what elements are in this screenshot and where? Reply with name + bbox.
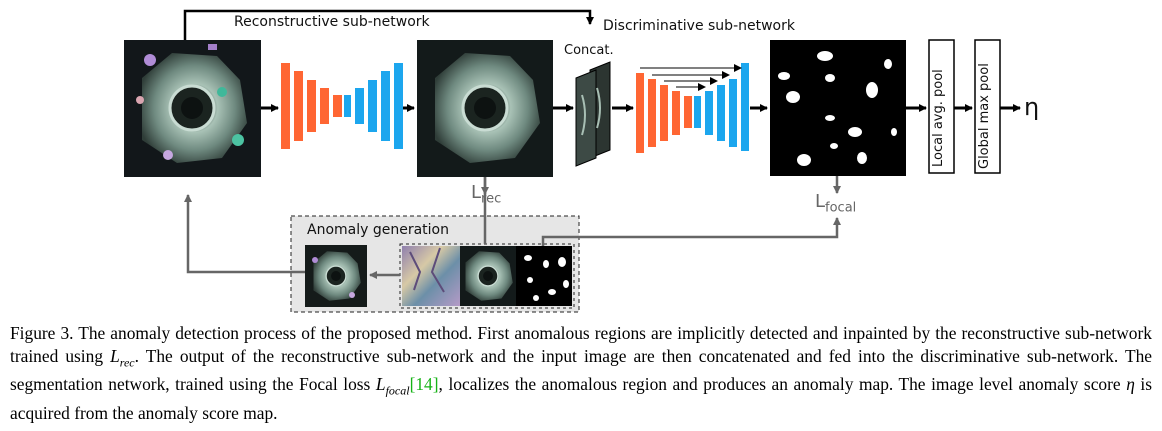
concat-label: Concat. [564, 43, 614, 58]
global-pool-box [974, 39, 1001, 174]
method-figure: Reconstructive sub-network Discriminativ… [124, 9, 1040, 313]
anomaly-map [770, 40, 906, 176]
input-skip-arrow [183, 9, 594, 40]
concat-images [575, 61, 611, 167]
anomaly-generation-label: Anomaly generation [307, 222, 449, 238]
anomaly-generation-box [290, 215, 580, 313]
discriminative-subnetwork [636, 63, 749, 153]
reconstructive-subnetwork [281, 63, 403, 149]
eta-label: η [1024, 93, 1040, 121]
l-focal-label: Lfocal [815, 191, 857, 216]
input-image [124, 40, 261, 177]
l-rec-label: Lrec [471, 182, 502, 207]
loss-arrows [184, 176, 841, 279]
pipeline-diagram [124, 9, 1021, 313]
figure-caption: Figure 3. The anomaly detection process … [10, 323, 1152, 424]
local-pool-label: Local avg. pool [931, 69, 946, 167]
reconstructed-image [417, 40, 553, 177]
citation-link[interactable]: [14] [409, 374, 439, 395]
local-pool-box [928, 39, 955, 174]
discriminative-label: Discriminative sub-network [603, 18, 795, 34]
global-pool-label: Global max pool [977, 63, 992, 169]
reconstructive-label: Reconstructive sub-network [234, 14, 430, 30]
